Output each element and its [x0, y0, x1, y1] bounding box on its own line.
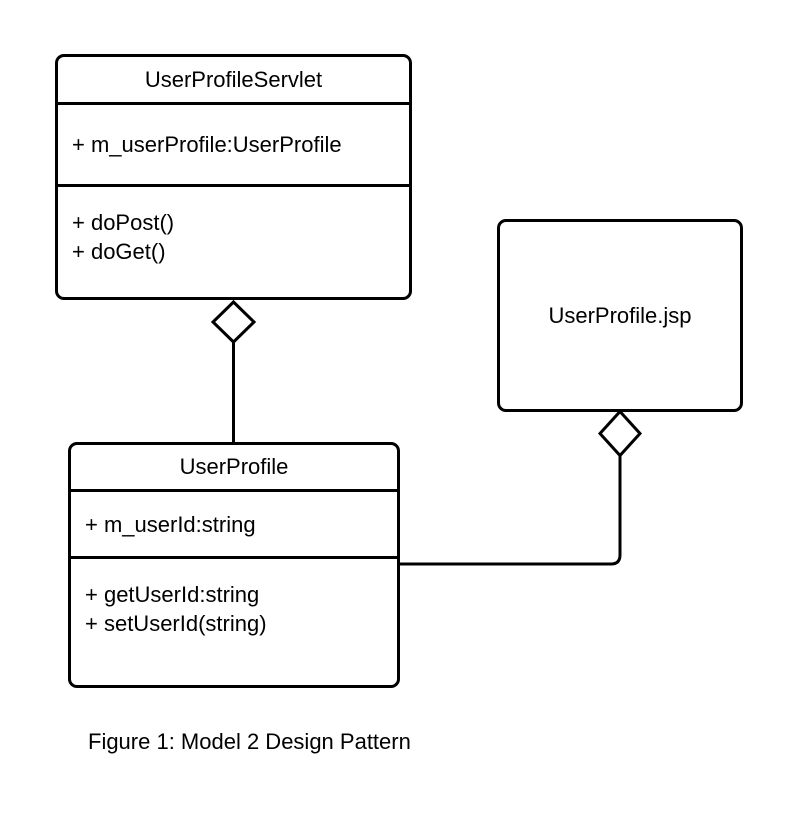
- attribute-m-userprofile: + m_userProfile:UserProfile: [72, 132, 342, 157]
- class-name-userprofile: UserProfile: [71, 445, 397, 492]
- class-name-userprofileservlet: UserProfileServlet: [58, 57, 409, 105]
- class-box-userprofileservlet: UserProfileServlet + m_userProfile:UserP…: [55, 54, 412, 300]
- method-getuserid: + getUserId:string: [85, 582, 260, 607]
- aggregation-line-jsp-userprofile: [399, 433, 622, 566]
- method-setuserid: + setUserId(string): [85, 611, 267, 636]
- figure-caption: Figure 1: Model 2 Design Pattern: [88, 729, 411, 754]
- method-doget: + doGet(): [72, 239, 166, 264]
- method-dopost: + doPost(): [72, 210, 175, 235]
- class-methods-userprofileservlet: + doPost() + doGet(): [58, 187, 409, 297]
- aggregation-diamond-jsp: [597, 409, 643, 458]
- class-box-userprofile-jsp: UserProfile.jsp: [497, 219, 743, 412]
- class-box-userprofile: UserProfile + m_userId:string + getUserI…: [68, 442, 400, 688]
- class-attributes-userprofileservlet: + m_userProfile:UserProfile: [58, 105, 409, 187]
- class-attributes-userprofile: + m_userId:string: [71, 492, 397, 559]
- class-methods-userprofile: + getUserId:string + setUserId(string): [71, 559, 397, 685]
- attribute-m-userid: + m_userId:string: [85, 511, 256, 537]
- class-name-userprofile-jsp: UserProfile.jsp: [548, 302, 692, 328]
- aggregation-diamond-servlet: [210, 299, 257, 345]
